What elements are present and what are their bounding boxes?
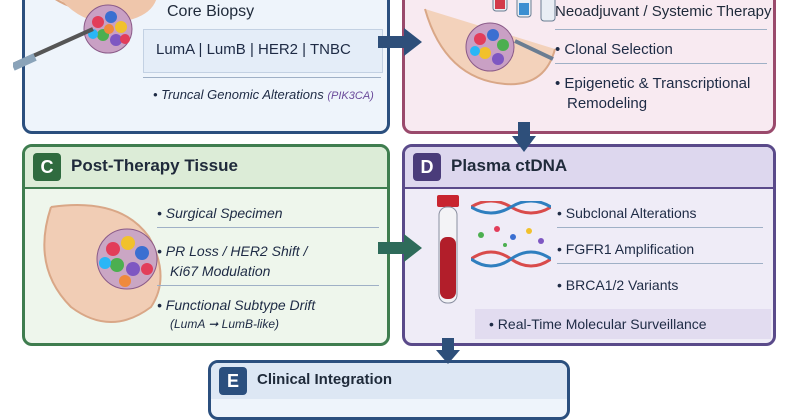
- epigenetic-transcriptional: Epigenetic & Transcriptional: [564, 75, 751, 92]
- divider: [557, 227, 763, 228]
- remodeling-text: Remodeling: [567, 95, 648, 112]
- divider: [143, 77, 381, 78]
- subtype-drift-detail: (LumA ➞ LumB-like): [170, 317, 279, 331]
- divider: [555, 29, 767, 30]
- panel-plasma-ctdna: D Plasma ctDNA • Subclonal Alterations •…: [402, 144, 776, 346]
- panel-d-title: Plasma ctDNA: [451, 156, 568, 175]
- divider: [157, 285, 379, 286]
- arrow-d-to-e: [436, 338, 460, 364]
- surgical-specimen: Surgical Specimen: [165, 205, 283, 221]
- fgfr1-amplification: FGFR1 Amplification: [565, 241, 695, 257]
- lumb-like-label: LumB-like): [221, 317, 280, 331]
- dna-helix-icon: [471, 201, 551, 268]
- panel-b-title: Neoadjuvant / Systemic Therapy: [555, 3, 772, 20]
- bullet-subclonal: • Subclonal Alterations: [557, 205, 697, 221]
- bullet-fgfr1: • FGFR1 Amplification: [557, 241, 695, 257]
- panel-a-bullet: • Truncal Genomic Alterations (PIK3CA): [153, 87, 374, 102]
- truncal-alterations: Truncal Genomic Alterations: [161, 87, 324, 102]
- therapy-illustration: [424, 0, 556, 86]
- surveillance-bar: • Real-Time Molecular Surveillance: [475, 309, 771, 339]
- pik3ca-tag: (PIK3CA): [327, 90, 374, 102]
- bullet-surgical-specimen: • Surgical Specimen: [157, 205, 283, 221]
- badge-d: D: [413, 153, 441, 181]
- bullet-subtype-drift: • Functional Subtype Drift: [157, 297, 316, 313]
- brca-variants: BRCA1/2 Variants: [565, 277, 679, 293]
- badge-e: E: [219, 367, 247, 395]
- panel-post-therapy: C Post-Therapy Tissue • Surgical Specime…: [22, 144, 390, 346]
- divider: [557, 263, 763, 264]
- panel-c-header: C Post-Therapy Tissue: [25, 147, 387, 189]
- right-arrow-icon: ➞: [208, 317, 219, 331]
- bullet-epigenetic: • Epigenetic & Transcriptional: [555, 75, 751, 92]
- badge-c: C: [33, 153, 61, 181]
- bullet-clonal-selection: • Clonal Selection: [555, 41, 673, 58]
- subtype-box: LumA | LumB | HER2 | TNBC: [143, 29, 383, 73]
- bullet-brca: • BRCA1/2 Variants: [557, 277, 679, 293]
- clonal-selection: Clonal Selection: [564, 41, 673, 58]
- panel-systemic-therapy: Neoadjuvant / Systemic Therapy • Clonal …: [402, 0, 776, 134]
- panel-d-header: D Plasma ctDNA: [405, 147, 773, 189]
- divider: [157, 227, 379, 228]
- subclonal-alterations: Subclonal Alterations: [565, 205, 697, 221]
- real-time-surveillance: Real-Time Molecular Surveillance: [497, 316, 707, 332]
- panel-a-title: Core Biopsy: [167, 3, 255, 20]
- arrow-a-to-b: [378, 28, 422, 56]
- functional-subtype-drift: Functional Subtype Drift: [165, 297, 316, 313]
- blood-tube-icon: [437, 195, 459, 304]
- ki67-modulation: Ki67 Modulation: [170, 263, 271, 279]
- surveillance-text: • Real-Time Molecular Surveillance: [489, 316, 707, 332]
- breast-tumor-illustration: [13, 0, 157, 71]
- panel-c-title: Post-Therapy Tissue: [71, 156, 238, 175]
- subtype-list: LumA | LumB | HER2 | TNBC: [156, 41, 351, 58]
- luma-label: (LumA: [170, 317, 205, 331]
- post-therapy-tissue-illustration: [43, 204, 162, 323]
- arrow-b-to-d: [512, 122, 536, 152]
- panel-core-biopsy: Core Biopsy LumA | LumB | HER2 | TNBC • …: [13, 0, 390, 134]
- panel-clinical-integration: E Clinical Integration: [208, 360, 570, 420]
- pr-loss-her2-shift: PR Loss / HER2 Shift /: [165, 243, 308, 259]
- arrow-c-to-d: [378, 234, 422, 262]
- panel-e-title: Clinical Integration: [257, 371, 393, 388]
- divider: [555, 63, 767, 64]
- panel-e-header: E Clinical Integration: [211, 363, 567, 399]
- bullet-pr-loss: • PR Loss / HER2 Shift /: [157, 243, 308, 259]
